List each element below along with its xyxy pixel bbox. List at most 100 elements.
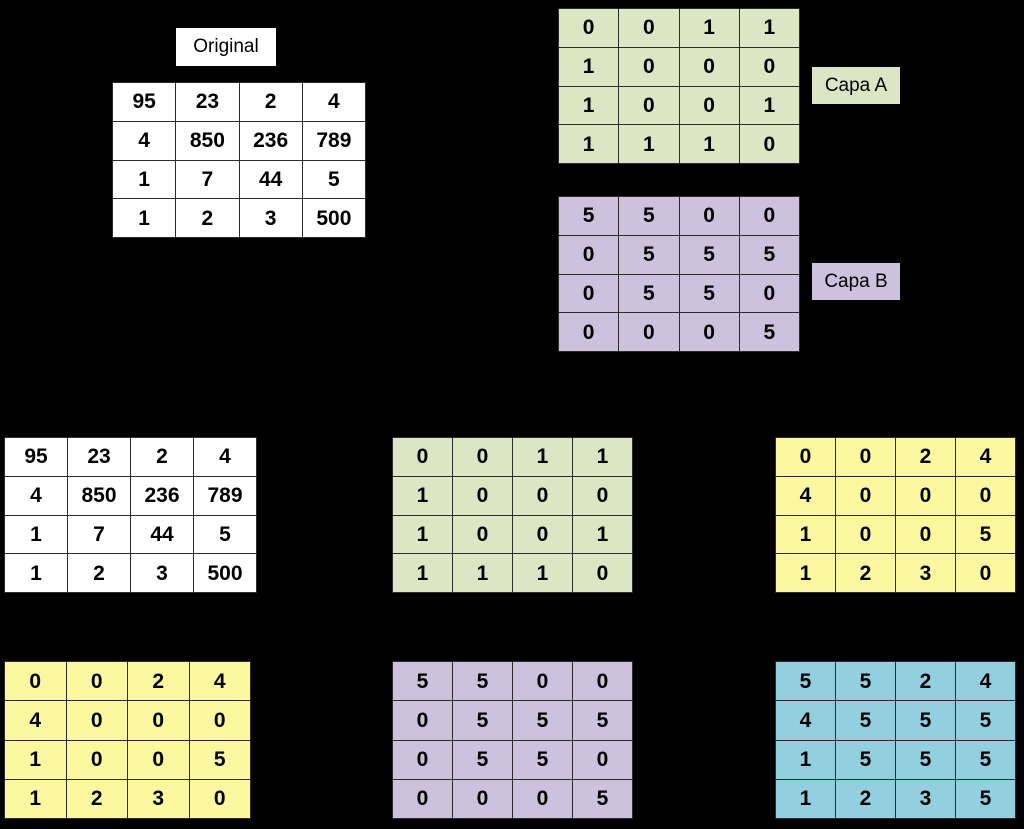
matrix-cell: 236 [131,476,193,515]
matrix-cell: 0 [836,438,895,476]
label-capa-a: Capa A [812,67,900,104]
matrix-cell: 1 [113,199,176,237]
matrix-cell: 5 [393,662,452,701]
matrix-cell: 5 [453,740,512,779]
matrix-cell: 3 [239,199,302,237]
matrix-cell: 5 [194,515,256,554]
matrix-cell: 1 [393,554,452,592]
matrix-cell: 0 [679,313,739,351]
matrix-cell: 0 [453,476,512,515]
matrix-cell: 1 [559,86,619,125]
matrix-cell: 236 [239,121,302,160]
matrix-cell: 5 [896,740,955,779]
matrix-cell: 0 [393,779,452,818]
matrix-cell: 0 [896,515,955,554]
matrix-cell: 1 [5,554,67,592]
matrix-cell: 95 [113,83,176,121]
matrix-cell: 0 [559,274,619,313]
matrix-cell: 4 [956,438,1015,476]
matrix-cell: 1 [776,779,835,818]
matrix-cell: 0 [619,47,679,86]
matrix-cell: 0 [573,662,632,701]
matrix-cell: 1 [5,740,66,779]
matrix-cell: 0 [559,313,619,351]
matrix-cell: 5 [573,701,632,740]
matrix-cell: 0 [559,9,619,47]
matrix-cell: 4 [302,83,365,121]
matrix-cell: 0 [189,779,250,818]
matrix-cell: 0 [573,554,632,592]
matrix-cell: 4 [189,662,250,701]
matrix-cell: 3 [131,554,193,592]
matrix-cell: 5 [559,197,619,235]
matrix-cell: 5 [739,235,799,274]
matrix-cell: 0 [679,197,739,235]
matrix-cell: 1 [453,554,512,592]
label-capa-b: Capa B [812,263,900,300]
matrix-cell: 23 [68,438,130,476]
matrix-cell: 5 [956,515,1015,554]
matrix-cell: 1 [559,47,619,86]
matrix-cell: 0 [679,86,739,125]
matrix-cell: 5 [776,662,835,701]
matrix-cell: 0 [896,476,955,515]
matrix-cell: 850 [68,476,130,515]
matrix-cell: 0 [739,197,799,235]
matrix-cell: 0 [559,235,619,274]
matrix-cell: 1 [5,779,66,818]
matrix-cell: 1 [513,438,572,476]
matrix-cell: 0 [513,515,572,554]
matrix-cell: 5 [956,779,1015,818]
matrix-cell: 1 [776,515,835,554]
matrix-cell: 0 [453,779,512,818]
matrix-cell: 44 [131,515,193,554]
matrix-cell: 0 [453,438,512,476]
matrix-cell: 0 [573,476,632,515]
matrix-cell: 0 [836,476,895,515]
matrix-cell: 0 [836,515,895,554]
matrix-cell: 0 [393,701,452,740]
matrix-cell: 1 [393,476,452,515]
matrix-cell: 1 [559,125,619,163]
matrix-cell: 5 [453,701,512,740]
matrix-cell: 0 [679,47,739,86]
matrix-cell: 4 [5,476,67,515]
matrix-cell: 1 [513,554,572,592]
matrix-cell: 1 [573,515,632,554]
matrix-cell: 1 [739,9,799,47]
matrix-cell: 5 [896,701,955,740]
matrix-cell: 5 [513,740,572,779]
matrix-cell: 1 [573,438,632,476]
matrix-cell: 1 [776,554,835,592]
matrix-cell: 5 [619,197,679,235]
matrix-cell: 5 [189,740,250,779]
matrix-cell: 0 [739,47,799,86]
matrix-cell: 5 [956,740,1015,779]
matrix-cell: 0 [5,662,66,701]
matrix-cell: 4 [113,121,176,160]
matrix-cell: 5 [739,313,799,351]
label-original: Original [176,28,276,66]
matrix-cell: 4 [956,662,1015,701]
matrix-cell: 1 [619,125,679,163]
matrix-cell: 1 [679,125,739,163]
matrix-cell: 5 [513,701,572,740]
matrix-cell: 1 [739,86,799,125]
matrix-cell: 5 [619,274,679,313]
matrix-cell: 1 [113,160,176,199]
matrix-cell: 7 [176,160,239,199]
matrix-cell: 4 [194,438,256,476]
matrix-cell: 500 [194,554,256,592]
matrix-cell: 0 [739,125,799,163]
matrix-cell: 5 [679,235,739,274]
matrix-cell: 2 [836,554,895,592]
